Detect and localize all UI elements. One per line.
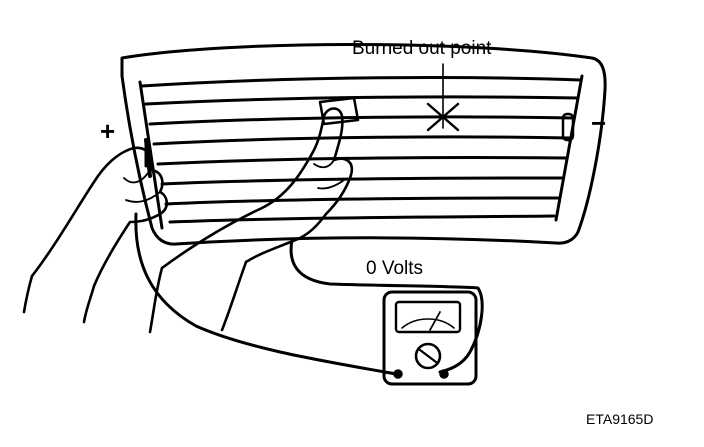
voltmeter-display [394, 300, 462, 334]
left-probe-tip [144, 138, 152, 178]
negative-terminal [561, 112, 575, 142]
grid-line [168, 214, 556, 224]
right-hand-outline [160, 107, 354, 270]
heater-grid-lines [140, 76, 582, 224]
right-hand-finger-crease [313, 159, 335, 169]
right-forearm [220, 260, 248, 332]
voltmeter [382, 290, 478, 386]
voltmeter-scale [401, 318, 455, 329]
grid-line [140, 76, 582, 88]
positive-test-lead [134, 212, 398, 376]
left-bus-bar [138, 80, 164, 230]
burned-out-point-label: Burned out point [352, 38, 492, 59]
negative-test-lead [289, 238, 484, 374]
grid-line [164, 196, 560, 206]
left-hand-outline [30, 146, 169, 288]
voltmeter-jack-positive [393, 369, 403, 379]
right-hand-finger-crease [317, 179, 345, 190]
burned-out-cross-b [426, 102, 460, 132]
left-hand-crease [125, 191, 161, 203]
voltmeter-body [382, 290, 478, 386]
grid-line [152, 135, 572, 146]
left-forearm [22, 274, 34, 314]
grid-line [156, 156, 568, 166]
grid-line [148, 115, 576, 126]
rear-window-glass [120, 43, 607, 246]
left-forearm [82, 284, 96, 324]
grid-line [160, 176, 564, 186]
left-hand-crease [123, 169, 151, 184]
voltage-reading-label: 0 Volts [366, 258, 424, 279]
voltmeter-selector-dial [414, 342, 442, 370]
voltmeter-jack-negative [439, 369, 449, 379]
right-forearm [148, 266, 164, 334]
grid-line [144, 95, 580, 106]
positive-sign-label: + [100, 116, 116, 146]
negative-sign-label: − [591, 108, 607, 138]
voltmeter-needle [429, 311, 441, 331]
voltmeter-dial-pointer [418, 348, 438, 364]
figure-code-label: ETA9165D [586, 411, 654, 427]
right-bus-bar [554, 74, 584, 222]
